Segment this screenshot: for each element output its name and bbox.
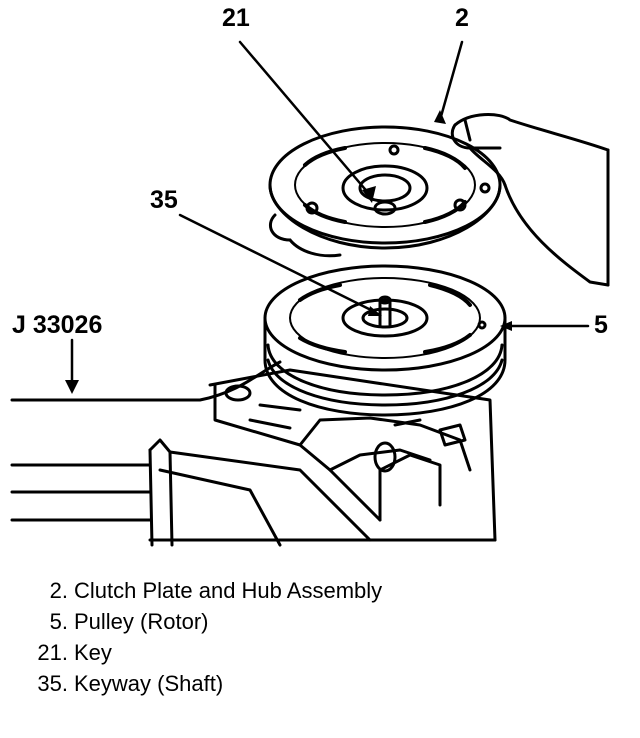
callout-clutch-plate: 2 [455, 4, 469, 32]
bench-fixture [10, 360, 497, 547]
legend-number: 2. [49, 578, 68, 603]
parts-legend: 2. Clutch Plate and Hub Assembly 5. Pull… [0, 578, 640, 702]
legend-number: 5. [49, 609, 68, 634]
legend-number: 21. [37, 640, 68, 665]
arrow-head-pulley [500, 321, 512, 331]
legend-item: 35. Keyway (Shaft) [0, 671, 640, 702]
clutch-plate-hub [268, 125, 502, 250]
arrow-head-keyway [368, 306, 382, 316]
callout-pulley: 5 [594, 311, 608, 339]
legend-description: Clutch Plate and Hub Assembly [74, 578, 383, 603]
legend-item: 2. Clutch Plate and Hub Assembly [0, 578, 640, 609]
legend-description: Pulley (Rotor) [74, 609, 209, 634]
callout-key: 21 [222, 4, 250, 32]
hand [269, 113, 610, 287]
clutch-assembly-illustration [10, 40, 610, 547]
legend-description: Keyway (Shaft) [74, 671, 224, 696]
callout-keyway: 35 [150, 186, 178, 214]
legend-item: 5. Pulley (Rotor) [0, 609, 640, 640]
arrow-head-key [362, 186, 376, 203]
pulley-rotor [263, 264, 507, 417]
legend-description: Key [74, 640, 112, 665]
arrow-head-plate [434, 110, 446, 124]
legend-number: 35. [37, 671, 68, 696]
legend-item: 21. Key [0, 640, 640, 671]
leader-lines [70, 40, 590, 387]
callout-tool: J 33026 [12, 311, 103, 339]
arrow-head-tool [65, 380, 79, 394]
